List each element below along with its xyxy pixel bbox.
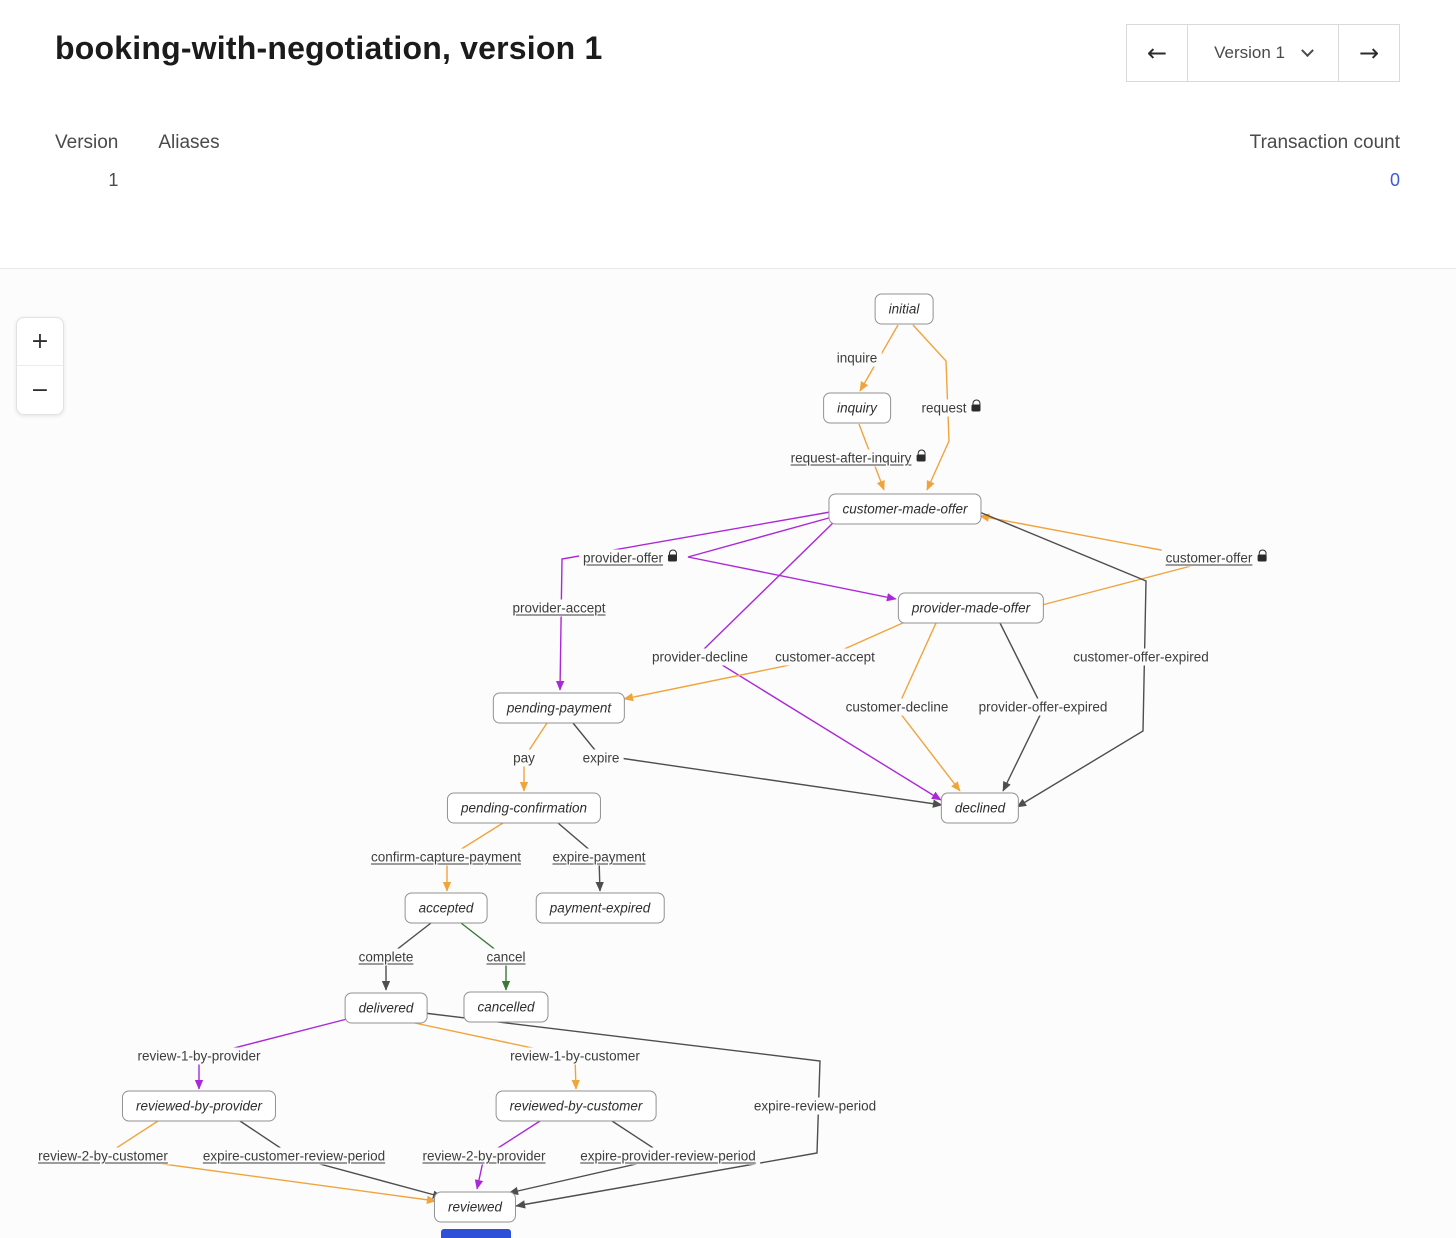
- transition-label-complete[interactable]: complete: [354, 948, 418, 966]
- transition-label-text: inquire: [836, 350, 878, 366]
- prev-version-button[interactable]: ←: [1127, 25, 1188, 81]
- version-select-label: Version 1: [1214, 43, 1285, 62]
- transition-label-customer-offer[interactable]: customer-offer: [1161, 549, 1271, 567]
- bottom-partial-blue-element: [441, 1229, 511, 1238]
- transition-label-customer-accept: customer-accept: [771, 648, 879, 666]
- diagram-canvas: + − inquire request request-after-inquiry p…: [0, 268, 1456, 1238]
- transition-label-review-1-by-provider: review-1-by-provider: [133, 1047, 265, 1065]
- zoom-controls: + −: [16, 317, 64, 415]
- state-node-customer-made-offer: customer-made-offer: [828, 493, 982, 525]
- state-node-pending-payment: pending-payment: [492, 692, 626, 724]
- transition-label-pay: pay: [509, 749, 539, 767]
- lock-icon: [668, 549, 678, 562]
- transition-label-text: review-2-by-customer: [38, 1148, 168, 1164]
- lock-icon: [916, 449, 926, 462]
- transition-label-expire: expire: [578, 749, 624, 767]
- transition-label-text: request: [921, 400, 967, 416]
- transition-edge-expire: [572, 722, 943, 808]
- chevron-down-icon: [1301, 43, 1314, 57]
- zoom-in-button[interactable]: +: [17, 318, 63, 366]
- state-node-provider-made-offer: provider-made-offer: [897, 592, 1045, 624]
- transition-label-text: confirm-capture-payment: [370, 849, 522, 865]
- transition-label-text: cancel: [486, 949, 526, 965]
- state-node-cancelled: cancelled: [463, 991, 549, 1023]
- state-node-reviewed-by-customer: reviewed-by-customer: [495, 1090, 657, 1122]
- transition-label-text: provider-offer: [582, 550, 664, 566]
- transition-label-text: complete: [358, 949, 414, 965]
- transition-label-text: customer-offer-expired: [1073, 649, 1209, 665]
- version-column-label: Version: [55, 132, 119, 153]
- state-node-pending-confirmation: pending-confirmation: [446, 792, 602, 824]
- transition-label-text: request-after-inquiry: [790, 450, 912, 466]
- transition-label-text: provider-decline: [651, 649, 749, 665]
- transition-label-text: review-2-by-provider: [422, 1148, 546, 1164]
- lock-icon: [971, 399, 981, 412]
- arrow-left-icon: ←: [1147, 39, 1168, 67]
- transaction-count-value[interactable]: 0: [1389, 170, 1400, 190]
- transition-label-text: customer-accept: [775, 649, 875, 665]
- state-node-reviewed-by-provider: reviewed-by-provider: [121, 1090, 277, 1122]
- version-nav: ← Version 1 →: [1126, 24, 1400, 82]
- transition-label-text: expire-customer-review-period: [202, 1148, 386, 1164]
- zoom-out-button[interactable]: −: [17, 366, 63, 414]
- transition-label-expire-provider-review-period[interactable]: expire-provider-review-period: [576, 1147, 760, 1165]
- state-node-payment-expired: payment-expired: [535, 892, 665, 924]
- transition-label-text: expire-payment: [552, 849, 646, 865]
- arrow-right-icon: →: [1358, 39, 1380, 67]
- transition-label-customer-decline: customer-decline: [841, 698, 953, 716]
- state-node-initial: initial: [874, 293, 934, 325]
- transition-label-provider-offer[interactable]: provider-offer: [578, 549, 682, 567]
- transaction-count-label: Transaction count: [1249, 132, 1400, 153]
- state-node-accepted: accepted: [404, 892, 488, 924]
- transition-label-inquire: inquire: [832, 349, 882, 367]
- process-meta: Version 1 Aliases Transaction count 0: [55, 132, 1400, 191]
- transition-label-review-2-by-provider[interactable]: review-2-by-provider: [418, 1147, 550, 1165]
- transition-label-text: review-1-by-customer: [510, 1048, 640, 1064]
- page-header: booking-with-negotiation, version 1 ← Ve…: [0, 0, 1456, 268]
- transition-label-text: expire-provider-review-period: [580, 1148, 756, 1164]
- version-select[interactable]: Version 1: [1187, 25, 1339, 81]
- page-title: booking-with-negotiation, version 1: [55, 30, 603, 66]
- next-version-button[interactable]: →: [1339, 25, 1399, 81]
- transition-label-text: review-1-by-provider: [137, 1048, 261, 1064]
- transition-label-request: request: [917, 399, 985, 417]
- transition-label-text: customer-offer: [1165, 550, 1253, 566]
- transition-edge-provider-offer: [687, 515, 897, 602]
- transition-label-text: customer-decline: [845, 699, 949, 715]
- transition-label-expire-review-period: expire-review-period: [749, 1097, 881, 1115]
- state-node-inquiry: inquiry: [823, 392, 891, 424]
- transition-label-review-1-by-customer: review-1-by-customer: [506, 1047, 644, 1065]
- state-node-delivered: delivered: [344, 992, 428, 1024]
- transition-label-request-after-inquiry[interactable]: request-after-inquiry: [786, 449, 930, 467]
- transition-label-expire-payment[interactable]: expire-payment: [548, 848, 650, 866]
- state-node-reviewed: reviewed: [433, 1191, 517, 1223]
- transition-label-provider-decline: provider-decline: [647, 648, 753, 666]
- transition-label-confirm-capture-payment[interactable]: confirm-capture-payment: [366, 848, 526, 866]
- transition-label-cancel[interactable]: cancel: [482, 948, 530, 966]
- lock-icon: [1257, 549, 1267, 562]
- transition-label-provider-accept[interactable]: provider-accept: [508, 599, 610, 617]
- aliases-column-label: Aliases: [158, 132, 220, 153]
- transition-edge-provider-accept: [555, 510, 837, 691]
- transition-label-text: expire-review-period: [753, 1098, 877, 1114]
- transition-label-provider-offer-expired: provider-offer-expired: [974, 698, 1112, 716]
- transition-label-customer-offer-expired: customer-offer-expired: [1069, 648, 1213, 666]
- version-value: 1: [108, 170, 119, 190]
- transition-label-text: provider-accept: [512, 600, 606, 616]
- transition-label-text: expire: [582, 750, 620, 766]
- state-node-declined: declined: [940, 792, 1020, 824]
- transition-label-text: provider-offer-expired: [978, 699, 1108, 715]
- transition-label-review-2-by-customer[interactable]: review-2-by-customer: [34, 1147, 172, 1165]
- transition-label-text: pay: [513, 750, 535, 766]
- transition-label-expire-customer-review-period[interactable]: expire-customer-review-period: [198, 1147, 390, 1165]
